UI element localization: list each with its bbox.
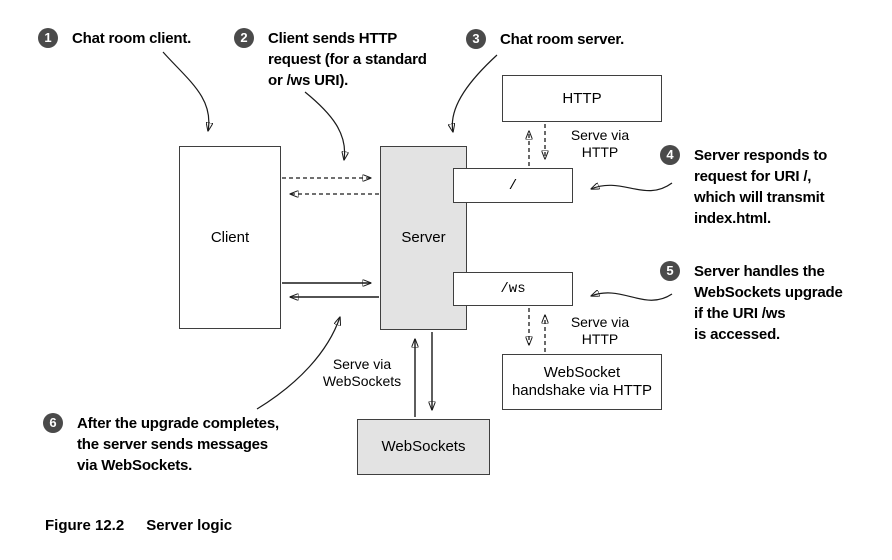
http-box-label: HTTP: [562, 89, 602, 107]
callout-2-text: Client sends HTTP request (for a standar…: [268, 30, 427, 89]
serve-via-websockets-label: Serve via WebSockets: [322, 356, 402, 389]
callout-5-text: Server handles the WebSockets upgrade if…: [694, 263, 843, 343]
callout-arrow-2: [304, 91, 345, 160]
serve-via-http-bottom-label: Serve via HTTP: [570, 314, 630, 347]
callout-1-text: Chat room client.: [72, 30, 192, 47]
callout-arrow-1: [162, 51, 209, 131]
root-uri-label: /: [508, 177, 518, 194]
callout-2-badge: 2: [234, 28, 254, 48]
websocket-handshake-box: WebSocket handshake via HTTP: [502, 354, 662, 410]
serve-via-http-top-label: Serve via HTTP: [570, 127, 630, 160]
callout-3-text: Chat room server.: [500, 31, 625, 48]
callout-5: 5 Server handles the WebSockets upgrade …: [660, 261, 843, 345]
callout-5-badge: 5: [660, 261, 680, 281]
ws-uri-box: /ws: [453, 272, 573, 306]
callout-2: 2 Client sends HTTP request (for a stand…: [234, 28, 427, 91]
root-uri-box: /: [453, 168, 573, 203]
server-box: Server: [380, 146, 467, 330]
websockets-box: WebSockets: [357, 419, 490, 475]
callout-3-badge: 3: [466, 29, 486, 49]
websockets-box-label: WebSockets: [381, 438, 466, 455]
figure-caption-title: Server logic: [146, 517, 233, 534]
ws-uri-label: /ws: [500, 281, 526, 297]
figure-caption-number: Figure 12.2: [45, 517, 125, 534]
callout-6: 6 After the upgrade completes, the serve…: [43, 413, 279, 476]
callout-arrow-3: [452, 54, 498, 132]
http-box: HTTP: [502, 75, 662, 122]
websocket-handshake-label: WebSocket handshake via HTTP: [511, 364, 653, 399]
callout-4-text: Server responds to request for URI /, wh…: [694, 147, 828, 227]
callout-3: 3 Chat room server.: [466, 29, 624, 50]
callout-1-badge: 1: [38, 28, 58, 48]
callout-6-badge: 6: [43, 413, 63, 433]
callout-4-badge: 4: [660, 145, 680, 165]
callout-6-text: After the upgrade completes, the server …: [77, 415, 279, 474]
callout-4: 4 Server responds to request for URI /, …: [660, 145, 827, 229]
server-box-label: Server: [401, 229, 446, 246]
callout-1: 1 Chat room client.: [38, 28, 191, 49]
client-box: Client: [179, 146, 281, 329]
client-box-label: Client: [210, 228, 250, 246]
figure-caption: Figure 12.2 Server logic: [45, 517, 232, 534]
